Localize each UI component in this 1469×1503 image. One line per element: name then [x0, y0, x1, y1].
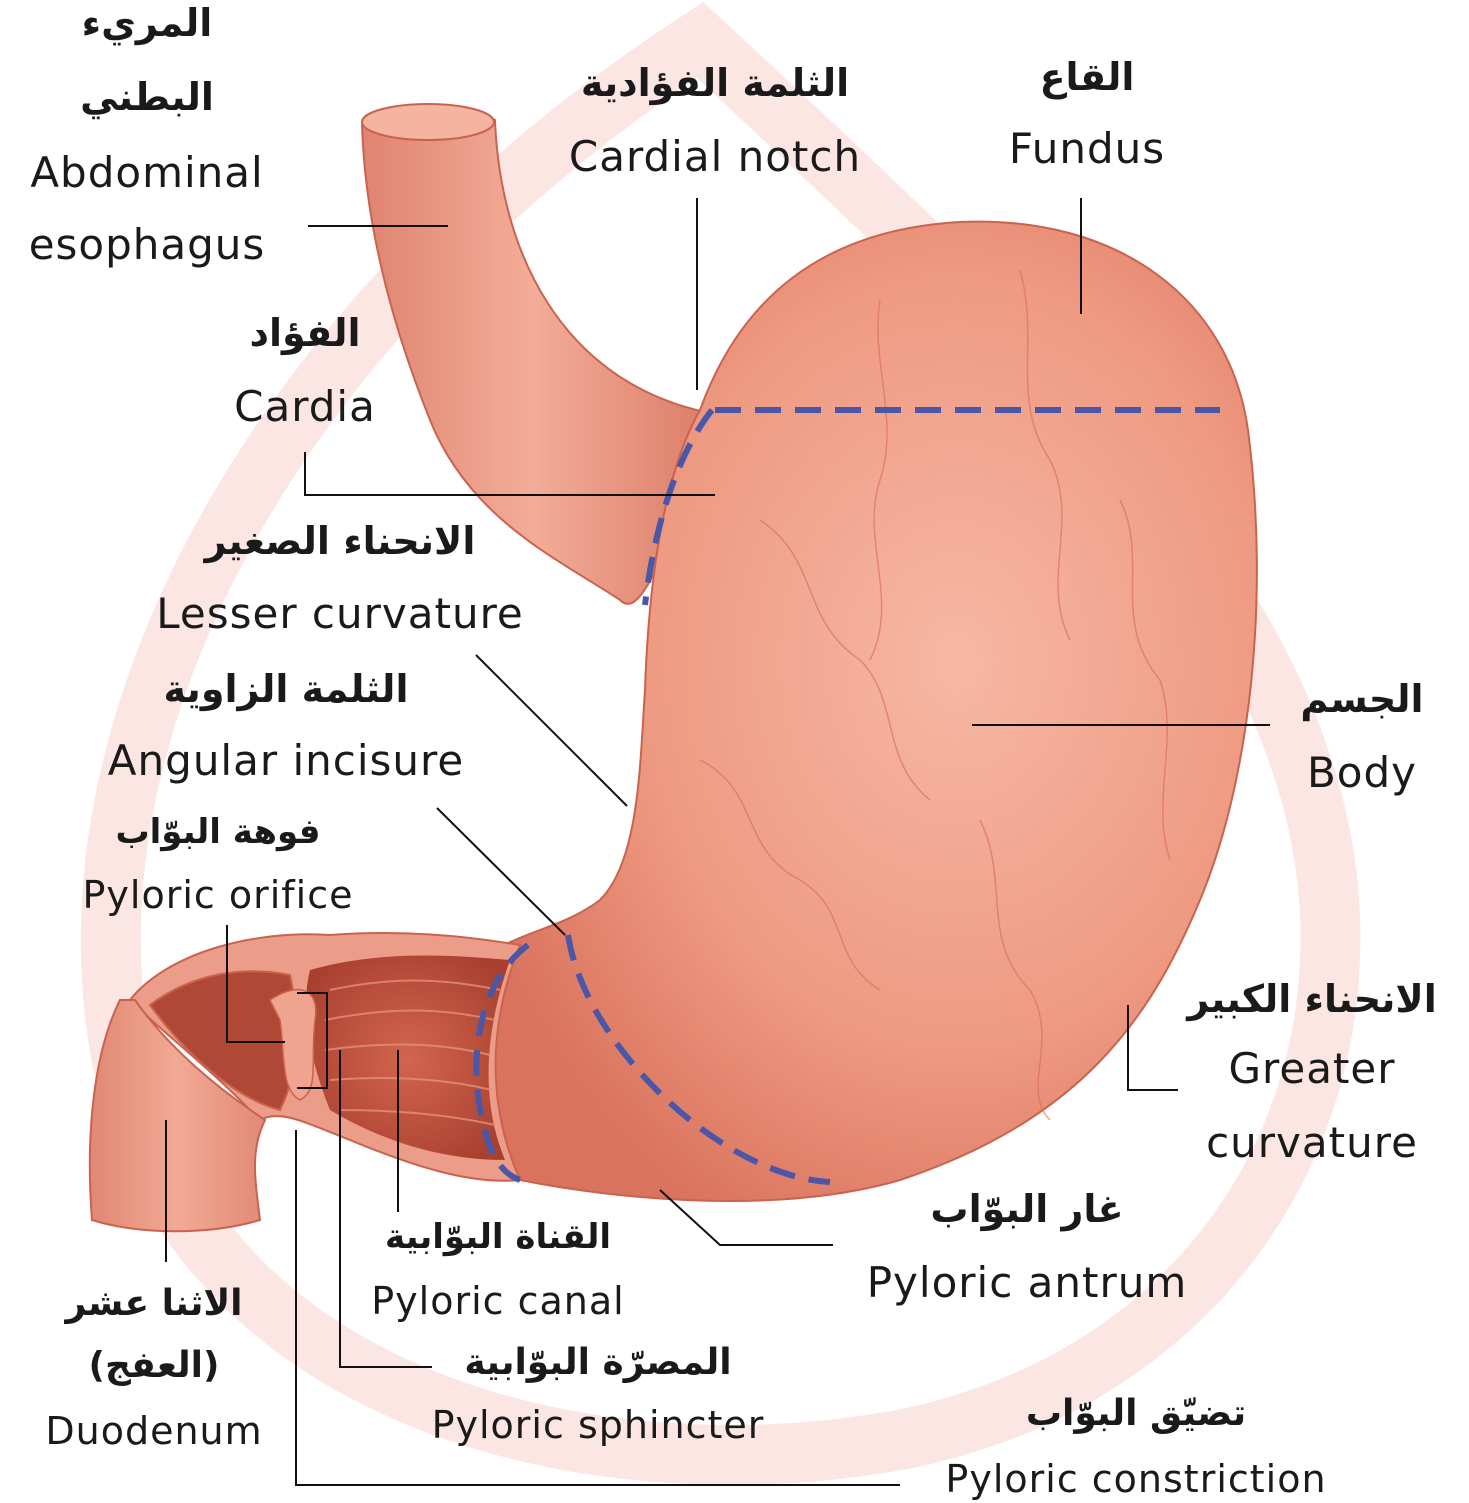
- cardial-notch-en: Cardial notch: [569, 136, 861, 178]
- body-ar: الجسم: [1300, 680, 1423, 718]
- pyloric-sphincter-ar: المصرّة البوّابية: [464, 1345, 731, 1381]
- duodenum-ar-line1: الاثنا عشر: [65, 1286, 242, 1322]
- duodenum-en: Duodenum: [45, 1412, 262, 1450]
- fundus-ar: القاع: [1040, 58, 1135, 96]
- pyloric-canal-ar: القناة البوّابية: [385, 1220, 611, 1254]
- esophagus-opening: [362, 104, 494, 140]
- cardia-en: Cardia: [234, 386, 376, 428]
- fundus-en: Fundus: [1009, 128, 1165, 170]
- abdominal-esophagus-ar-line2: البطني: [80, 78, 214, 116]
- angular-incisure-ar: الثلمة الزاوية: [164, 670, 409, 708]
- cardial-notch-ar: الثلمة الفؤادية: [581, 64, 849, 102]
- abdominal-esophagus-ar-line1: المريء: [82, 4, 213, 42]
- lesser-curvature-en: Lesser curvature: [156, 593, 524, 635]
- pyloric-constriction-en: Pyloric constriction: [945, 1460, 1326, 1498]
- angular-incisure-en: Angular incisure: [108, 740, 464, 782]
- lesser-curvature-ar: الانحناء الصغير: [205, 522, 476, 560]
- abdominal-esophagus-en-line2: esophagus: [29, 224, 266, 266]
- greater-curvature-en-line2: curvature: [1206, 1122, 1418, 1164]
- greater-curvature-en-line1: Greater: [1228, 1048, 1395, 1090]
- pyloric-orifice-en: Pyloric orifice: [83, 876, 354, 914]
- pyloric-sphincter-en: Pyloric sphincter: [432, 1406, 765, 1444]
- pyloric-antrum-en: Pyloric antrum: [867, 1262, 1188, 1304]
- pyloric-canal-en: Pyloric canal: [371, 1282, 624, 1320]
- cardia-ar: الفؤاد: [250, 314, 361, 352]
- pyloric-orifice-ar: فوهة البوّاب: [115, 815, 320, 849]
- duodenum-ar-line2: (العفج): [89, 1348, 220, 1384]
- pyloric-constriction-ar: تضيّق البوّاب: [1026, 1396, 1246, 1432]
- body-en: Body: [1307, 752, 1417, 794]
- abdominal-esophagus-en-line1: Abdominal: [30, 152, 263, 194]
- greater-curvature-ar: الانحناء الكبير: [1187, 980, 1436, 1018]
- pyloric-antrum-ar: غار البوّاب: [930, 1190, 1123, 1228]
